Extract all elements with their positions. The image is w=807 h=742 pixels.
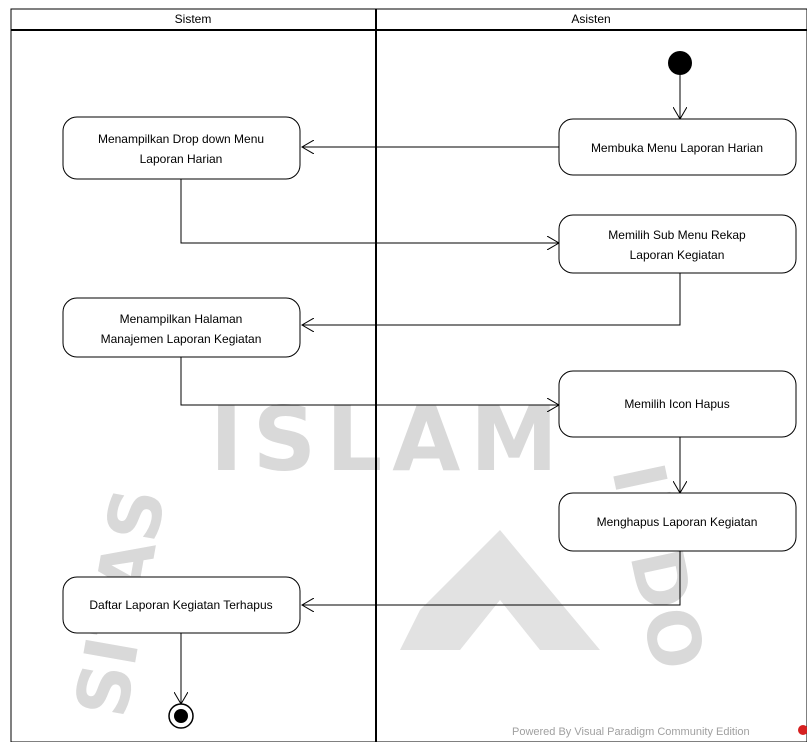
flow-halaman-to-icon	[180, 357, 559, 405]
control-flows	[181, 75, 680, 704]
action-menampilkan-halaman: Menampilkan Halaman Manajemen Laporan Ke…	[62, 297, 301, 358]
initial-node	[668, 51, 692, 75]
action-memilih-icon-hapus: Memilih Icon Hapus	[558, 370, 797, 438]
swimlanes: Sistem Asisten	[10, 8, 807, 742]
watermark-emblem	[400, 530, 600, 650]
flow-dropdown-to-submenu	[180, 179, 559, 243]
action-membuka-menu: Membuka Menu Laporan Harian	[558, 118, 797, 176]
action-memilih-sub-menu: Memilih Sub Menu Rekap Laporan Kegiatan	[558, 214, 797, 274]
action-label: Menghapus Laporan Kegiatan	[597, 515, 758, 529]
watermark: ISLAM SITAS INDO	[59, 388, 721, 723]
action-daftar-laporan-terhapus: Daftar Laporan Kegiatan Terhapus	[62, 576, 301, 634]
powered-by-footer: Powered By Visual Paradigm Community Edi…	[512, 725, 807, 738]
watermark-right-arc: INDO	[595, 456, 720, 677]
action-label: Menampilkan Drop down Menu	[98, 132, 264, 146]
action-menampilkan-dropdown: Menampilkan Drop down Menu Laporan Haria…	[62, 116, 301, 180]
action-label: Membuka Menu Laporan Harian	[591, 141, 763, 155]
visual-paradigm-logo-icon	[798, 725, 807, 735]
lane-title-asisten: Asisten	[571, 12, 610, 26]
action-menghapus-laporan: Menghapus Laporan Kegiatan	[558, 492, 797, 552]
final-node	[168, 703, 194, 729]
flow-menghapus-to-daftar	[302, 551, 681, 605]
action-label: Manajemen Laporan Kegiatan	[101, 332, 262, 346]
action-label: Memilih Sub Menu Rekap	[608, 228, 746, 242]
flow-submenu-to-halaman	[302, 273, 681, 325]
actions: Menampilkan Drop down Menu Laporan Haria…	[62, 116, 797, 634]
action-label: Memilih Icon Hapus	[624, 397, 729, 411]
lane-title-sistem: Sistem	[175, 12, 212, 26]
powered-by-text: Powered By Visual Paradigm Community Edi…	[512, 726, 750, 738]
action-label: Laporan Kegiatan	[630, 248, 725, 262]
action-label: Daftar Laporan Kegiatan Terhapus	[89, 598, 272, 612]
watermark-word: ISLAM	[210, 388, 568, 491]
action-label: Menampilkan Halaman	[120, 312, 243, 326]
action-label: Laporan Harian	[140, 152, 223, 166]
